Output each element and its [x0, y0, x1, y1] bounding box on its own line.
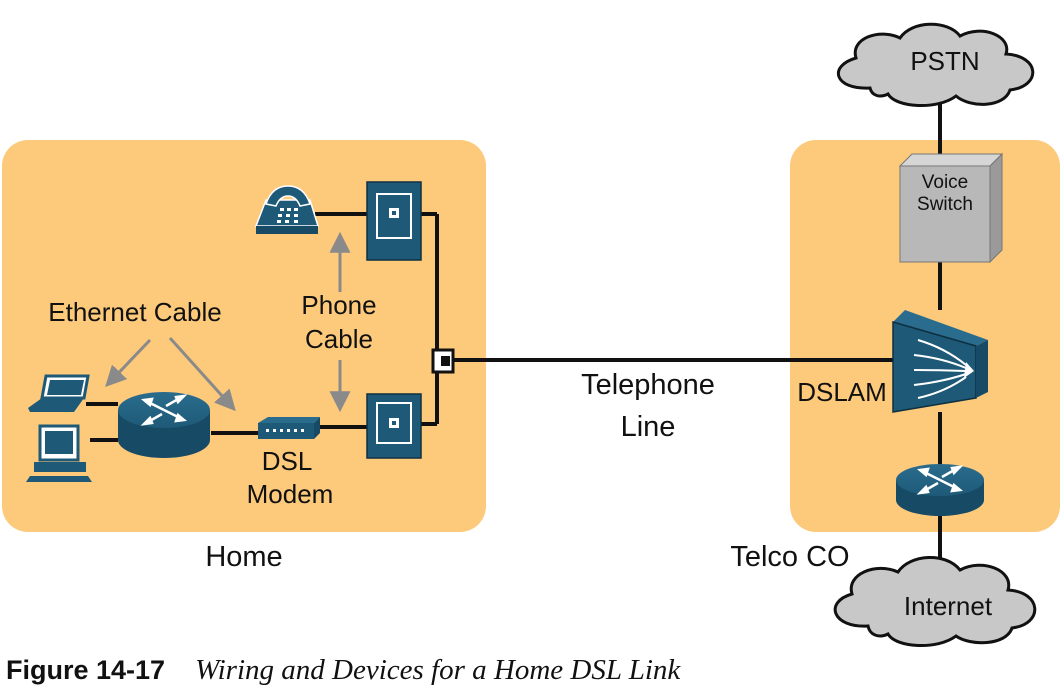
voice-switch-label-line2: Switch [917, 194, 973, 215]
diagram-canvas: PSTN Voice Switch DSLAM [2, 22, 1060, 648]
telco-co-zone-label: Telco CO [730, 541, 849, 573]
cloud-icon [833, 556, 1037, 648]
desktop-pc-icon [26, 424, 92, 482]
figure-number: Figure 14-17 [6, 655, 166, 685]
dslam-icon [892, 310, 988, 413]
voice-switch-label-line1: Voice [922, 172, 968, 193]
phone-cable-label-line1: Phone [301, 290, 376, 320]
figure-title: Wiring and Devices for a Home DSL Link [195, 654, 681, 686]
internet-label: Internet [904, 591, 993, 621]
laptop-icon [28, 374, 90, 412]
dsl-modem-icon [258, 417, 320, 439]
telephone-icon [254, 185, 320, 234]
ethernet-arrow-left [105, 338, 152, 388]
dslam-label: DSLAM [797, 377, 887, 407]
figure-caption: Figure 14-17 Wiring and Devices for a Ho… [6, 654, 680, 690]
home-zone-label: Home [205, 541, 282, 573]
telephone-line-label-line2: Line [621, 411, 676, 443]
dsl-modem-label-line1: DSL [262, 446, 313, 476]
voice-switch-icon [898, 152, 1004, 264]
telephone-line-label-line1: Telephone [581, 369, 715, 401]
line-splitter-icon [431, 348, 455, 374]
ethernet-arrow-right [168, 336, 236, 412]
router-icon [118, 392, 210, 458]
ethernet-cable-label: Ethernet Cable [48, 297, 221, 327]
pstn-label: PSTN [910, 46, 979, 76]
router-icon [896, 464, 984, 516]
wall-jack-icon [366, 181, 422, 261]
cloud-icon [836, 22, 1035, 108]
wall-jack-icon [366, 393, 422, 459]
dsl-modem-label-line2: Modem [247, 479, 334, 509]
cable-arrows [105, 231, 351, 413]
phone-cable-label-line2: Cable [305, 324, 373, 354]
